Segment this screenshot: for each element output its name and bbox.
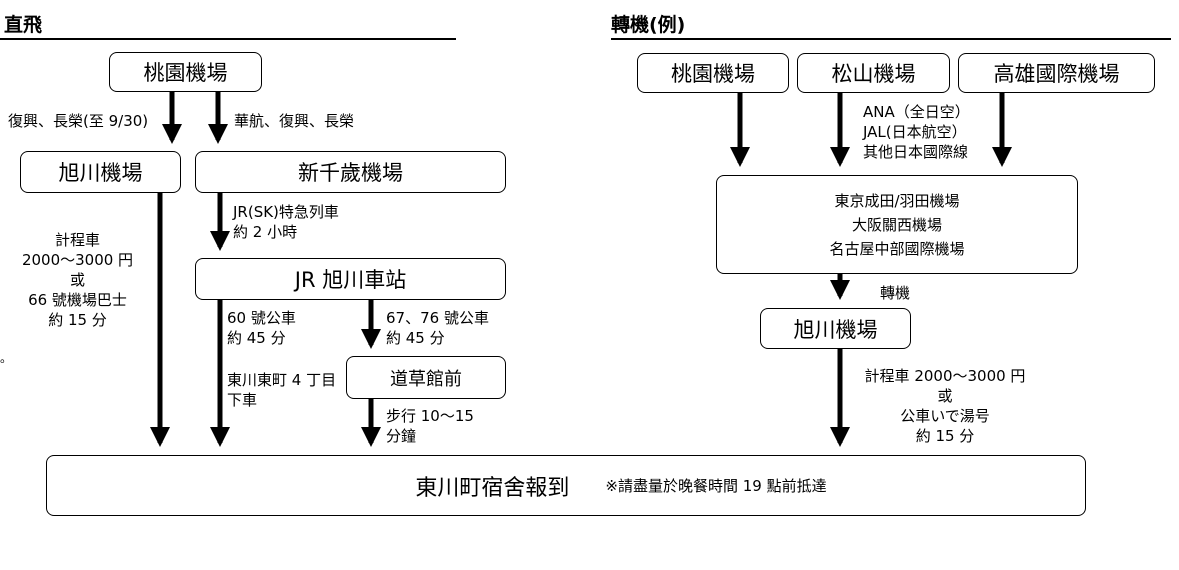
new-chitose-airport-label: 新千歲機場 — [298, 161, 403, 185]
transfer-taoyuan-box: 桃園機場 — [637, 53, 789, 93]
jr-asahikawa-station-box: JR 旭川車站 — [195, 258, 506, 300]
direct-taxi-line-2: 2000～3000 円 — [21, 251, 134, 269]
jr-train-line-1: JR(SK)特急列車 — [233, 203, 339, 221]
walk-note: 步行 10～15 分鐘 — [386, 406, 474, 446]
asahikawa-airport-box: 旭川機場 — [20, 151, 181, 193]
dosokan-box: 道草館前 — [346, 356, 506, 399]
hub-line-1: 東京成田/羽田機場 — [834, 191, 960, 210]
jr-train-line-2: 約 2 小時 — [233, 223, 298, 241]
direct-heading-underline — [0, 38, 456, 40]
airline-left-label: 復興、長榮(至 9/30) — [8, 112, 149, 130]
matsuyama-airport-label: 松山機場 — [831, 62, 916, 86]
hub-line-3: 名古屋中部國際機場 — [829, 239, 965, 258]
bus67-line-1: 67、76 號公車 — [386, 309, 489, 327]
transfer-taoyuan-label: 桃園機場 — [671, 62, 755, 86]
taoyuan-airport-box: 桃園機場 — [109, 52, 262, 92]
hub-line-2: 大阪關西機場 — [851, 215, 942, 234]
bus67-note: 67、76 號公車 約 45 分 — [386, 308, 489, 348]
final-arrival-note: ※請盡量於晚餐時間 19 點前抵達 — [605, 477, 827, 495]
new-chitose-airport-box: 新千歲機場 — [195, 151, 506, 193]
final-destination-label: 東川町宿舍報到 — [415, 475, 570, 501]
transfer-taxi-line-1: 計程車 2000～3000 円 — [864, 367, 1026, 385]
transfer-taxi-line-4: 約 15 分 — [915, 427, 975, 445]
bus60-note: 60 號公車 約 45 分 — [227, 308, 296, 348]
matsuyama-airport-box: 松山機場 — [797, 53, 950, 93]
taoyuan-airport-label: 桃園機場 — [143, 61, 228, 85]
bus60-stop-line-2: 下車 — [227, 391, 258, 409]
jr-train-note: JR(SK)特急列車 約 2 小時 — [233, 202, 339, 242]
transfer-taxi-note: 計程車 2000～3000 円 或 公車いで湯号 約 15 分 — [860, 366, 1030, 446]
walk-line-1: 步行 10～15 — [386, 407, 474, 425]
dosokan-label: 道草館前 — [390, 368, 462, 390]
bus60-line-1: 60 號公車 — [227, 309, 296, 327]
transfer-heading: 轉機(例) — [611, 14, 686, 36]
direct-taxi-line-4: 66 號機場巴士 — [28, 291, 127, 309]
bus67-line-2: 約 45 分 — [386, 329, 445, 347]
transfer-asahikawa-label: 旭川機場 — [793, 317, 878, 342]
final-destination-box: 東川町宿舍報到 ※請盡量於晚餐時間 19 點前抵達 — [46, 455, 1086, 516]
transfer-taxi-line-2: 或 — [937, 387, 953, 405]
transfer-airline-line-2: JAL(日本航空） — [863, 123, 967, 141]
direct-taxi-line-1: 計程車 — [54, 231, 100, 249]
bus60-line-2: 約 45 分 — [227, 329, 286, 347]
transfer-airline-line-3: 其他日本國際線 — [863, 143, 969, 161]
bus60-stop-note: 東川東町 4 丁目 下車 — [227, 370, 336, 410]
bus60-stop-line-1: 東川東町 4 丁目 — [227, 371, 337, 389]
direct-taxi-line-3: 或 — [69, 271, 85, 289]
transfer-heading-underline — [611, 38, 1171, 40]
walk-line-2: 分鐘 — [386, 427, 417, 445]
hub-airports-box: 東京成田/羽田機場 大阪關西機場 名古屋中部國際機場 — [716, 175, 1078, 274]
transfer-taxi-line-3: 公車いで湯号 — [900, 407, 990, 425]
direct-taxi-line-5: 約 15 分 — [48, 311, 107, 329]
kaohsiung-airport-box: 高雄國際機場 — [958, 53, 1155, 93]
asahikawa-airport-label: 旭川機場 — [58, 161, 143, 185]
transfer-asahikawa-box: 旭川機場 — [760, 308, 911, 349]
transfer-airline-line-1: ANA（全日空） — [863, 103, 970, 121]
kaohsiung-airport-label: 高雄國際機場 — [993, 62, 1120, 86]
transfer-label: 轉機 — [880, 284, 911, 302]
airline-right-label: 華航、復興、長榮 — [234, 112, 355, 130]
direct-taxi-note: 計程車 2000～3000 円 或 66 號機場巴士 約 15 分 — [10, 230, 145, 330]
transfer-airline-note: ANA（全日空） JAL(日本航空） 其他日本國際線 — [863, 102, 970, 162]
direct-flight-heading: 直飛 — [4, 14, 43, 36]
jr-asahikawa-station-label: JR 旭川車站 — [294, 268, 407, 292]
stray-mark: 。 — [0, 351, 13, 365]
